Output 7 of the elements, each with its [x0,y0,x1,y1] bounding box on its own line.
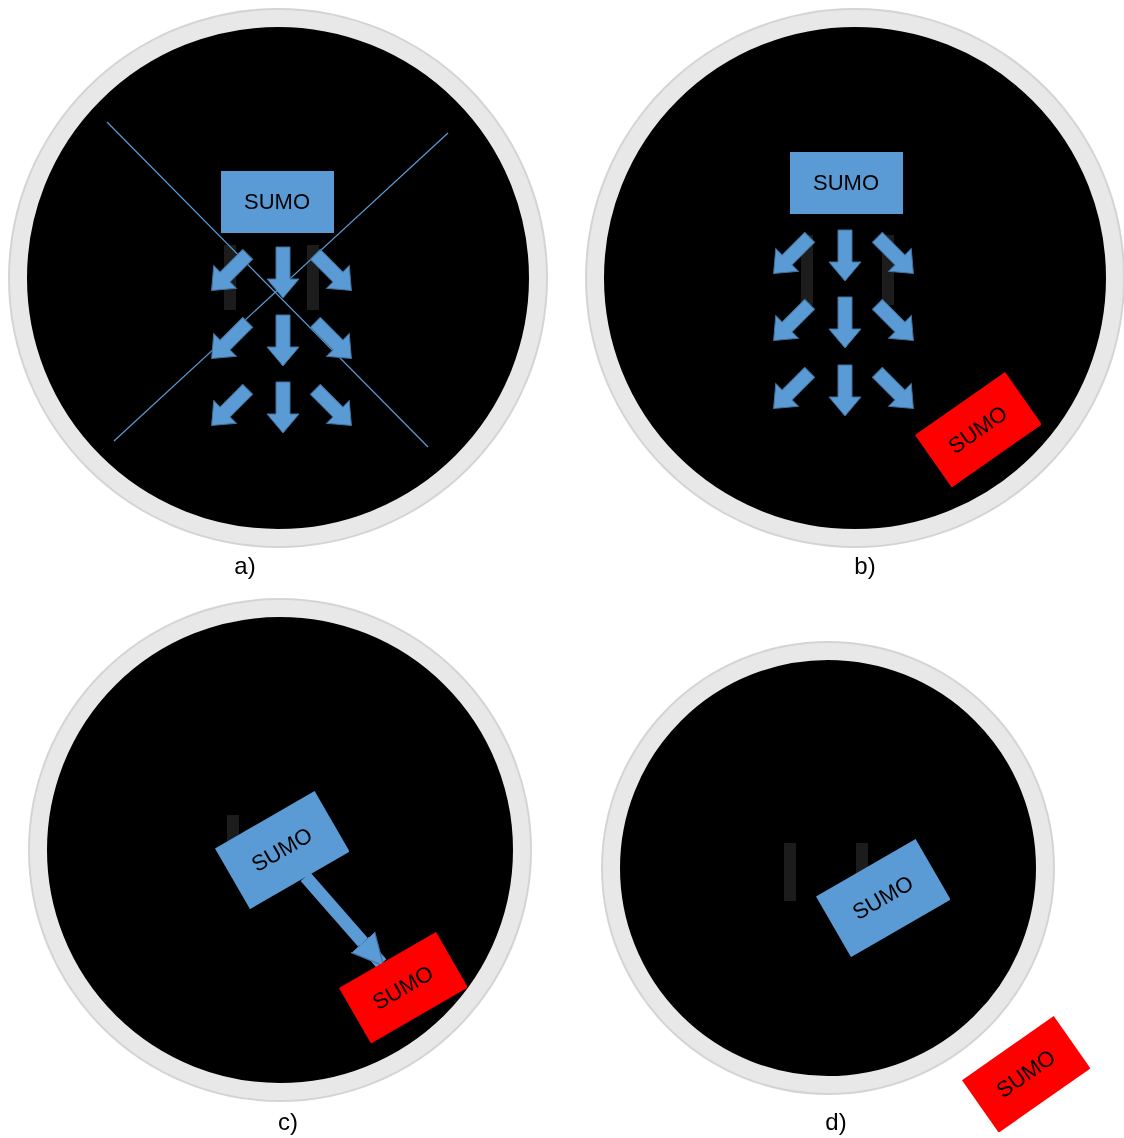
robot-box: SUMO [789,152,903,214]
robot-box: SUMO [220,171,334,233]
panel-caption: a) [234,554,256,578]
panel-caption: d) [825,1110,847,1134]
panel-caption: b) [854,554,876,578]
arrow [300,872,387,968]
panel-caption: c) [278,1110,298,1134]
